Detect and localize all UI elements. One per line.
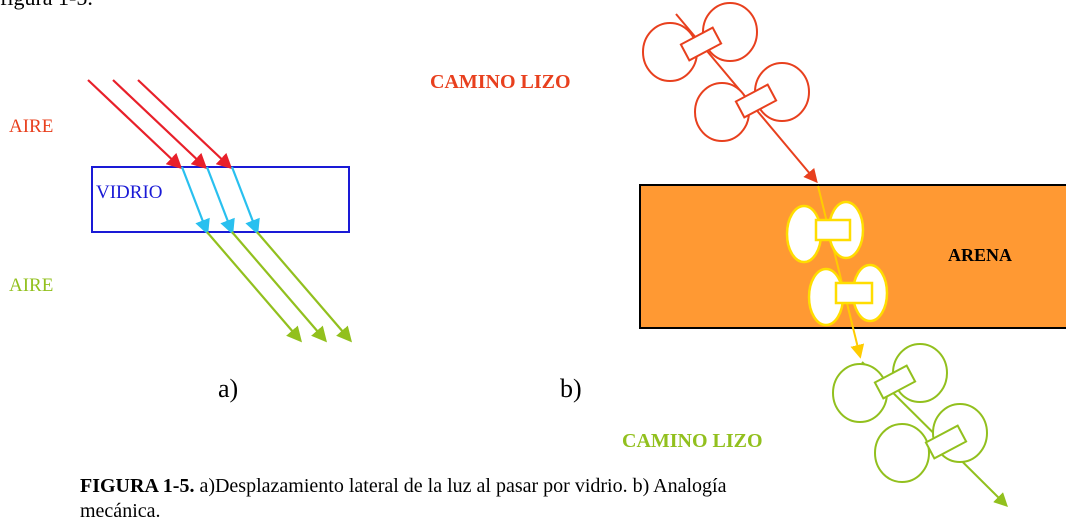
incident-ray-3 [137,79,233,170]
axle-sand-1 [785,200,865,264]
panel-a-refracted-rays [180,166,260,235]
axle-sand-2 [807,263,889,327]
refracted-ray-1 [180,166,210,235]
axle-bottom-2 [874,403,988,483]
label-smooth-path-top: CAMINO LIZO [430,71,571,93]
axle-top-2 [694,62,810,142]
emergent-ray-1 [206,231,303,343]
refracted-ray-3 [230,166,260,235]
label-air-top: AIRE [9,116,54,137]
label-sand: ARENA [948,245,1013,265]
incident-ray-2 [112,79,208,170]
label-air-bottom: AIRE [9,275,54,296]
top-cut-text: figura 1-5. [0,0,93,9]
axle-top-1 [642,2,758,82]
path-sand-segment [817,185,865,359]
label-glass: VIDRIO [96,182,163,203]
refracted-ray-2 [205,166,235,235]
figure-caption: FIGURA 1-5. a)Desplazamiento lateral de … [80,474,800,524]
emergent-ray-3 [256,231,353,343]
incident-ray-1 [87,79,183,170]
label-smooth-path-bottom: CAMINO LIZO [622,430,763,452]
axle-bottom-1 [832,343,948,423]
emergent-ray-2 [231,231,328,343]
panel-a-incident-rays [87,79,233,170]
caption-figure-number: FIGURA 1-5. [80,475,195,497]
panel-a-emergent-rays [206,231,353,343]
panel-b-sublabel: b) [560,374,582,403]
panel-a-sublabel: a) [218,374,239,403]
